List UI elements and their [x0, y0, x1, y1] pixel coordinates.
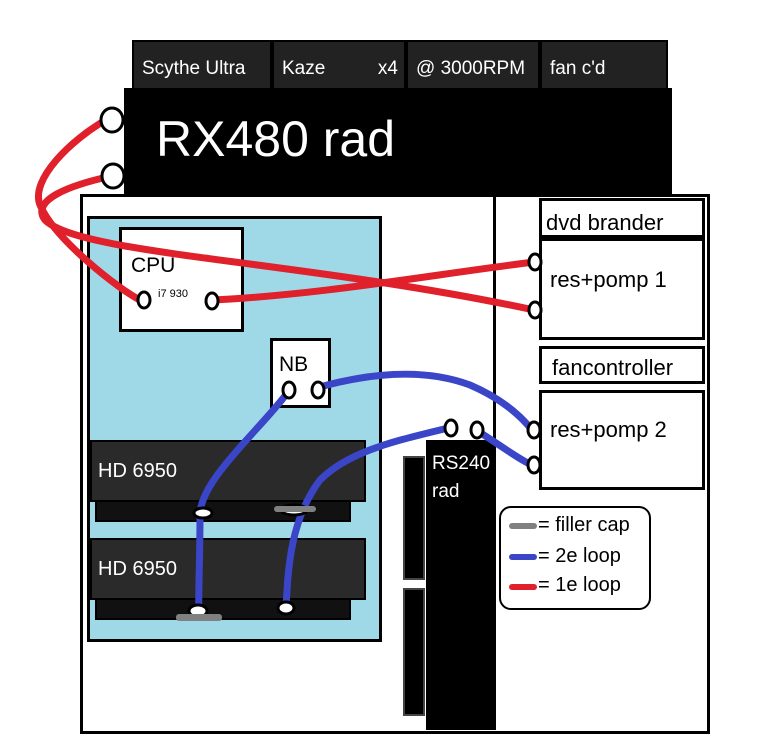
legend-swatch-filler: [509, 523, 537, 529]
legend-label-loop2: = 2e loop: [538, 545, 621, 567]
slot-cover-2: [403, 588, 425, 716]
legend-label-loop1: = 1e loop: [538, 574, 621, 596]
radiator-rx480-label: RX480 rad: [156, 111, 396, 167]
fan-label-count: Kaze x4: [272, 40, 406, 90]
fan-name: Kaze: [282, 58, 326, 79]
fan-control: fan c'd: [550, 58, 606, 79]
loop2-tube-nb-to-gpus: [195, 388, 292, 616]
loop2-tube-rad-to-gpu: [282, 424, 452, 612]
loop2-tube-nb-to-res2: [312, 370, 536, 434]
loop2-tube-rad-to-res2: [472, 426, 536, 469]
cpu-label: CPU: [131, 254, 176, 277]
fitting-res1-out: [527, 300, 543, 320]
fitting-rad-top-1: [99, 106, 125, 134]
fitting-gpu1-link: [192, 506, 214, 520]
radiator-rs240-label: RS240 rad: [432, 450, 490, 506]
bay-res-pump-2-label: res+pomp 2: [550, 417, 667, 442]
fitting-rs240-1: [443, 418, 459, 438]
slot-cover-1: [403, 456, 425, 580]
fitting-gpu2-out: [276, 600, 296, 616]
legend: = filler cap = 2e loop = 1e loop: [499, 506, 651, 610]
loop1-tube-rad-to-cpu: [35, 114, 144, 304]
loop1-tube-cpu-to-res1: [208, 258, 538, 304]
fitting-cpu-out: [204, 291, 220, 311]
bay-res-pump-2: res+pomp 2: [539, 390, 705, 490]
radiator-rx480: RX480 rad: [124, 88, 672, 194]
bay-fancontroller: fancontroller: [539, 346, 705, 384]
gpu-2: HD 6950: [90, 538, 366, 600]
fitting-rs240-2: [469, 420, 485, 440]
gpu-1-label: HD 6950: [98, 460, 177, 482]
filler-cap-gpu1: [274, 506, 316, 512]
fan-label-model: Scythe Ultra: [132, 40, 272, 90]
bay-res-pump-1-label: res+pomp 1: [550, 267, 667, 292]
fitting-rad-top-2: [100, 162, 126, 190]
filler-cap-gpu2: [176, 614, 222, 621]
fan-label-rpm: @ 3000RPM: [406, 40, 540, 90]
fitting-res2-out: [526, 455, 542, 475]
radiator-rs240-label-line2: rad: [432, 481, 460, 502]
legend-swatch-loop1: [509, 584, 537, 590]
cpu-block: CPU i7 930: [119, 227, 244, 332]
fitting-nb-out: [310, 380, 326, 400]
legend-swatch-loop2: [509, 554, 537, 560]
loop1-tube-rad-to-res1: [38, 172, 538, 314]
bay-dvd-label: dvd brander: [546, 210, 664, 235]
fitting-nb-in: [281, 380, 297, 400]
fan-label-control: fan c'd: [540, 40, 668, 90]
fitting-res2-in: [526, 420, 542, 440]
cpu-model: i7 930: [158, 288, 188, 300]
legend-label-filler: = filler cap: [538, 514, 630, 536]
fan-brand: Scythe Ultra: [142, 58, 246, 79]
bay-fancontroller-label: fancontroller: [552, 355, 674, 380]
gpu-2-label: HD 6950: [98, 558, 177, 580]
fan-rpm: @ 3000RPM: [416, 58, 526, 79]
gpu-1: HD 6950: [90, 440, 366, 502]
nb-label: NB: [279, 353, 309, 376]
fitting-cpu-in: [136, 290, 152, 310]
fan-count: x4: [377, 58, 398, 79]
fitting-res1-in: [527, 252, 543, 272]
bay-dvd: dvd brander: [539, 198, 705, 238]
radiator-rs240-label-line1: RS240: [432, 453, 491, 474]
bay-res-pump-1: res+pomp 1: [539, 238, 705, 340]
radiator-rs240: RS240 rad: [426, 440, 496, 730]
